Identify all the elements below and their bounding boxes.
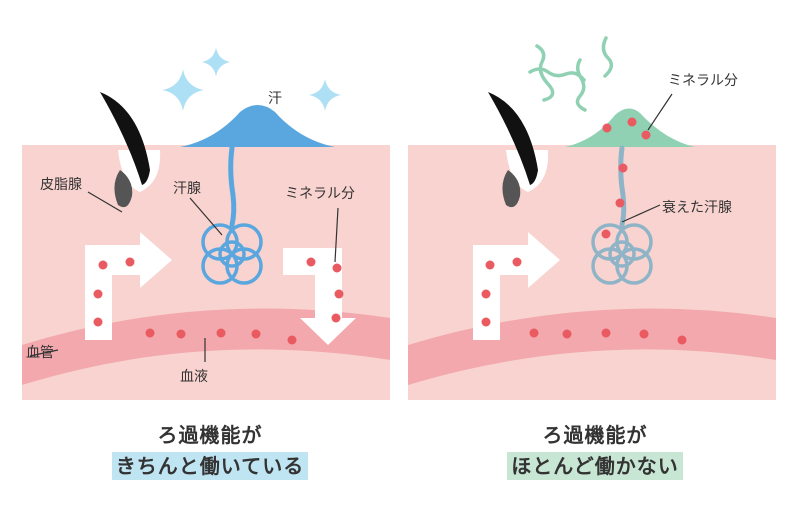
sweat-duct (228, 145, 237, 228)
leader-lines-right (621, 93, 673, 223)
right-panel: ミネラル分 衰えた汗腺 (408, 36, 776, 400)
sebaceous-gland-shape (114, 170, 133, 208)
sparkle-group (162, 47, 341, 111)
caption-left-line1: ろ過機能が (157, 423, 263, 447)
sparkle-icon (201, 47, 231, 77)
label-minerals: ミネラル分 (285, 186, 355, 202)
caption-right-line1: ろ過機能が (542, 423, 648, 447)
label-blood-plasma: 血液 (180, 369, 208, 385)
sparkle-icon (162, 69, 204, 111)
left-panel: 汗 皮脂腺 汗腺 ミネラル分 血管 血液 (22, 47, 390, 400)
weak-sweat-gland-coil (591, 223, 653, 285)
sweat-droplet (180, 105, 335, 147)
weak-sweat-duct (618, 145, 627, 228)
caption-left: ろ過機能が きちんと働いている (60, 420, 360, 480)
hair-shaft (488, 92, 538, 185)
label-blood-vessel: 血管 (26, 345, 54, 361)
sparkle-icon (309, 79, 341, 111)
sweat-gland-coil (201, 223, 263, 285)
leader-lines-left (29, 191, 339, 362)
caption-left-line2: きちんと働いている (111, 452, 309, 480)
caption-right: ろ過機能が ほとんど働かない (445, 420, 745, 480)
blood-vessel (22, 308, 390, 385)
sweat-droplet-odor (565, 108, 695, 147)
hair-shaft (100, 92, 150, 185)
odor-lines (528, 36, 614, 112)
label-minerals: ミネラル分 (668, 73, 738, 89)
arrow-up-right (473, 232, 560, 340)
label-sweat-gland: 汗腺 (173, 181, 201, 197)
mineral-dots-left (93, 257, 344, 345)
sebaceous-gland-shape (502, 170, 521, 208)
arrow-up-right (85, 232, 172, 340)
label-sweat: 汗 (268, 91, 282, 107)
label-weak-sweat-gland: 衰えた汗腺 (662, 199, 732, 216)
caption-right-line2: ほとんど働かない (507, 452, 683, 480)
mineral-dots-right (481, 117, 687, 345)
label-sebaceous-gland: 皮脂腺 (40, 177, 82, 193)
